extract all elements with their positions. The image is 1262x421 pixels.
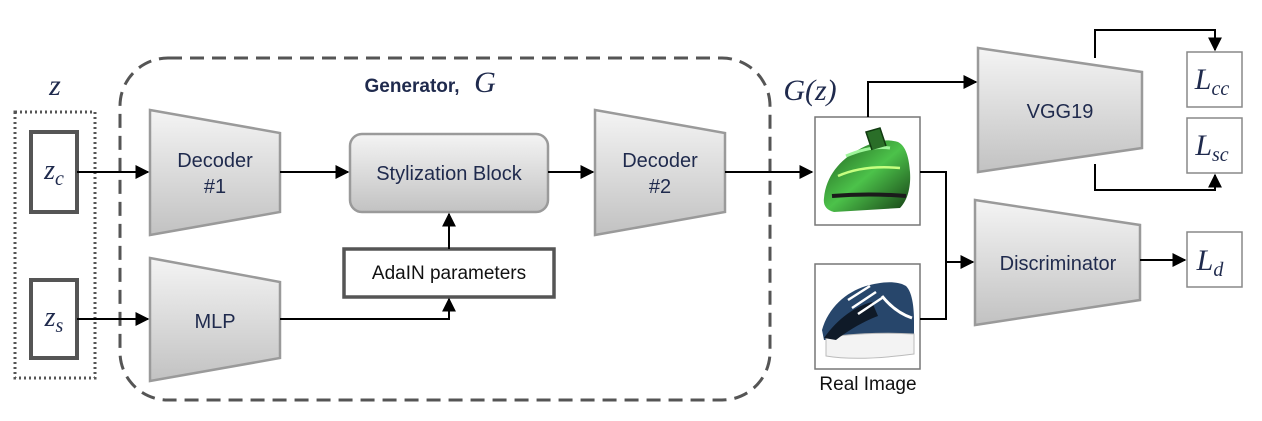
- mlp-block: [148, 256, 282, 383]
- vgg19-block: [976, 46, 1144, 174]
- decoder1-label-line1: Decoder: [177, 150, 253, 172]
- adain-box: [342, 247, 556, 299]
- ld-box: [1186, 231, 1243, 288]
- lcc-sub: cc: [1211, 78, 1229, 100]
- ld-sub: d: [1213, 259, 1224, 281]
- zc-sub: c: [55, 168, 64, 190]
- discriminator-block: [973, 198, 1142, 327]
- arrow-vgg-to-lcc: [1094, 29, 1222, 58]
- decoder2-block: [593, 108, 727, 237]
- real-shoe-image: [814, 263, 921, 370]
- lcc-base: L: [1194, 63, 1212, 96]
- connections: [77, 29, 1222, 326]
- lcc-label: Lcc: [1194, 63, 1230, 100]
- arrow-vgg-to-lsc: [1094, 164, 1222, 191]
- zc-base: z: [43, 155, 55, 186]
- lsc-label: Lsc: [1194, 129, 1228, 166]
- zc-label: zc: [43, 155, 64, 190]
- zs-box: [29, 278, 79, 360]
- generator-title: Generator,: [364, 76, 459, 97]
- ld-label: Ld: [1196, 244, 1225, 281]
- arrow-generated-to-discriminator: [920, 171, 975, 269]
- zs-sub: s: [56, 315, 64, 337]
- decoder2-label-line1: Decoder: [622, 150, 698, 172]
- lsc-sub: sc: [1212, 144, 1229, 166]
- generator-symbol: G: [474, 66, 496, 99]
- arrow-mlp-to-adain: [280, 297, 456, 320]
- decoder2-label-line2: #2: [649, 176, 671, 198]
- decoder1-label-line2: #1: [204, 176, 226, 198]
- lsc-box: [1186, 117, 1243, 174]
- lsc-base: L: [1194, 129, 1212, 162]
- adain-label: AdaIN parameters: [372, 263, 526, 284]
- decoder1-block: [148, 108, 282, 237]
- discriminator-label: Discriminator: [1000, 253, 1117, 275]
- ld-base: L: [1196, 244, 1214, 277]
- vgg19-label: VGG19: [1027, 101, 1094, 123]
- latent-group-box: [13, 110, 97, 380]
- arrow-real-to-discriminator: [920, 262, 947, 320]
- latent-z-label: z: [48, 69, 61, 102]
- lcc-box: [1186, 51, 1243, 108]
- mlp-label: MLP: [194, 311, 235, 333]
- generator-title-comma: ,: [454, 76, 459, 97]
- arrow-output-to-vgg: [867, 75, 978, 117]
- zs-base: z: [44, 302, 56, 333]
- zs-label: zs: [44, 302, 64, 337]
- stylization-label: Stylization Block: [376, 163, 523, 185]
- real-image-label: Real Image: [819, 374, 916, 395]
- generator-region: [118, 56, 772, 402]
- gz-label: G(z): [783, 74, 836, 107]
- generator-title-text: Generator: [364, 76, 455, 97]
- generated-shoe-image: [814, 116, 921, 226]
